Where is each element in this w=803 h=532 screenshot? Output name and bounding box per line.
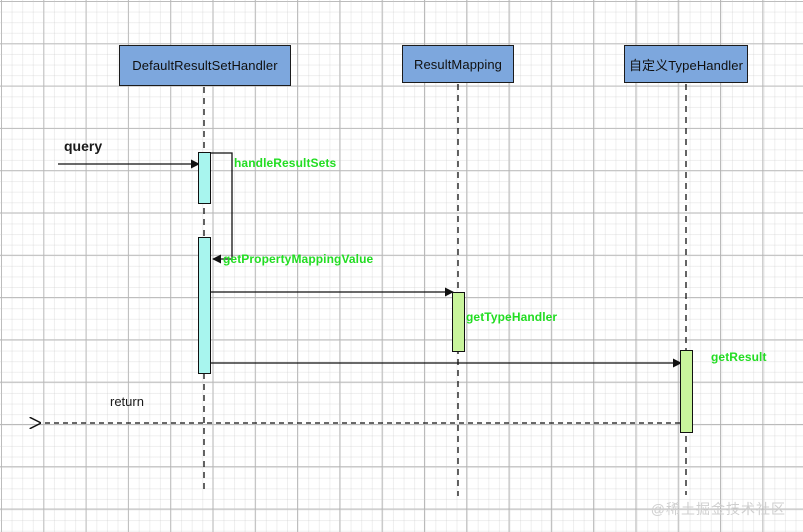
watermark-label: @稀土掘金技术社区 <box>650 501 786 517</box>
message-label-query: query <box>64 138 103 154</box>
activation-bar-getpropertymappingvalue[interactable] <box>198 237 211 374</box>
participant-box-handler[interactable]: DefaultResultSetHandler <box>119 45 291 86</box>
message-label-handleresultsets: handleResultSets <box>234 156 337 170</box>
message-label-return: return <box>110 394 144 409</box>
participant-label-typehandler: 自定义TypeHandler <box>628 57 744 73</box>
participant-box-mapping[interactable]: ResultMapping <box>402 45 514 83</box>
participant-label-mapping: ResultMapping <box>413 56 502 72</box>
message-label-getresult: getResult <box>711 350 767 364</box>
participant-label-handler: DefaultResultSetHandler <box>132 58 278 73</box>
participant-box-typehandler[interactable]: 自定义TypeHandler <box>624 45 748 83</box>
message-arrow-self-call <box>211 152 233 264</box>
activation-bar-handleresultsets[interactable] <box>198 152 211 204</box>
activation-bar-getresult[interactable] <box>680 350 693 433</box>
activation-bar-gettypehandler[interactable] <box>452 292 465 352</box>
message-label-gettypehandler: getTypeHandler <box>466 310 558 324</box>
message-label-getpropertymappingvalue: getPropertyMappingValue <box>223 252 374 266</box>
